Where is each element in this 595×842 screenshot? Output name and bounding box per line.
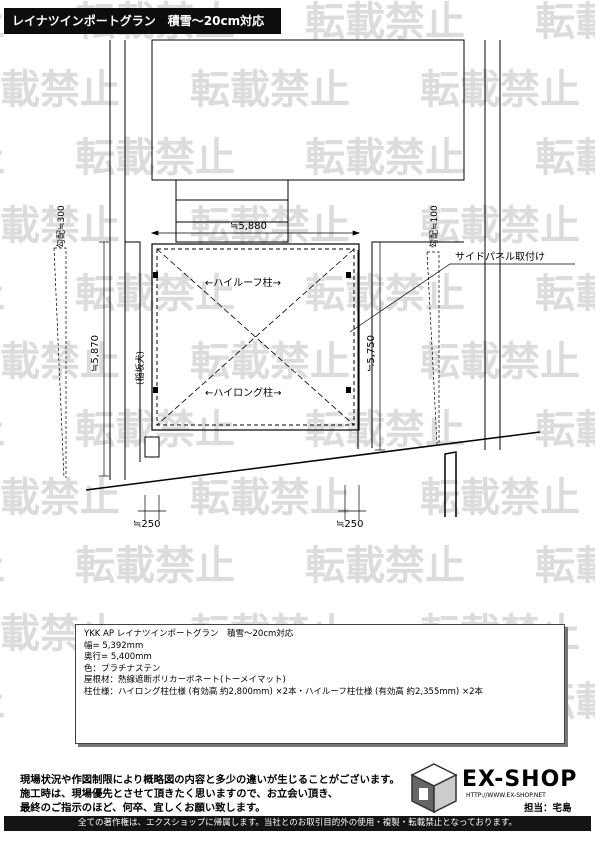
spec-box: YKK AP レイナツインポートグラン 積雪～20cm対応 幅= 5,392mm… xyxy=(75,624,565,744)
side-panel-label: サイドパネル取付け xyxy=(455,250,545,263)
offset-right-label: ≒250 xyxy=(336,519,363,530)
width-dimension-label: ≒5,880 xyxy=(230,221,267,232)
page-title: レイナツインポートグラン 積雪～20cm対応 xyxy=(4,8,281,34)
slope-right-label: 勾配≒100 xyxy=(428,205,440,248)
high-long-post-label: ←ハイロング柱→ xyxy=(205,386,282,399)
offset-left-label: ≒250 xyxy=(133,519,160,530)
spec-posts: 柱仕様：ハイロング柱仕様 (有効高 約2,800mm) ×2本・ハイルーフ柱仕様… xyxy=(84,686,483,697)
side-panel-leader xyxy=(349,263,575,333)
dimension-lines xyxy=(99,230,385,520)
note-line-3: 最終のご指示のほど、何卒、宜しくお願い致します。 xyxy=(20,802,266,814)
house-outline xyxy=(109,39,501,480)
carport-roof xyxy=(151,243,360,431)
depth-right-label: ≒5,750 xyxy=(366,335,377,372)
note-line-1: 現場状況や作図制限により概略図の内容と多少の違いが生じることがございます。 xyxy=(20,774,400,786)
spec-roof: 屋根材：熱線遮断ポリカーボネート(トーメイマット) xyxy=(84,675,286,686)
carport-posts xyxy=(153,272,351,393)
notes: 現場状況や作図制限により概略図の内容と多少の違いが生じることがございます。 施工… xyxy=(20,773,400,815)
logo-url: HTTP://WWW.EX-SHOP.NET xyxy=(466,792,546,799)
exshop-cube-icon xyxy=(410,763,458,814)
spec-product: YKK AP レイナツインポートグラン 積雪～20cm対応 xyxy=(84,629,294,639)
depth-left-label: ≒5,870 xyxy=(90,335,101,372)
note-line-2: 施工時は、現場優先とさせて頂きたく思いますので、お立会い頂き、 xyxy=(20,788,339,800)
staff-name: 担当：宅島 xyxy=(524,803,572,814)
logo-name: EX-SHOP xyxy=(462,767,578,792)
utility-box xyxy=(144,436,160,458)
slope-indicators xyxy=(53,247,440,479)
fence-label: (稲坂犬) xyxy=(134,351,146,385)
high-roof-post-label: ←ハイルーフ柱→ xyxy=(205,276,281,289)
slope-left-label: 勾配≒300 xyxy=(55,205,67,248)
copyright-footer: 全ての著作権は、エクスショップに帰属します。当社とのお取引目的外の使用・複製・転… xyxy=(4,816,591,831)
watermark-text: 転載禁止 xyxy=(0,679,5,725)
site-plan-drawing: ≒5,880 ←ハイルーフ柱→ ←ハイロング柱→ サイドパネル取付け ≒5,87… xyxy=(53,39,575,530)
spec-width: 幅= 5,392mm xyxy=(84,640,144,651)
road-line xyxy=(85,431,541,517)
carport-boundary xyxy=(125,241,464,462)
spec-color: 色：プラチナステン xyxy=(84,663,161,674)
spec-depth: 奥行= 5,400mm xyxy=(84,652,152,663)
